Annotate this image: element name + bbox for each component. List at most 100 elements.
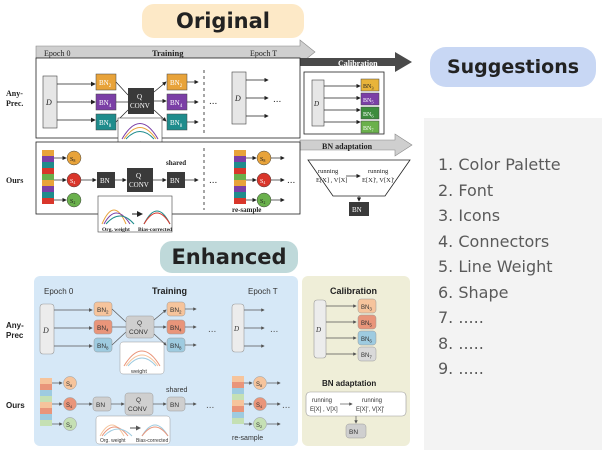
svg-text:BN7: BN7 [363,126,374,133]
svg-text:S8: S8 [66,382,73,388]
ours-row-label: Ours [6,176,23,185]
d-symbol: D [45,98,52,107]
svg-text:CONV: CONV [129,181,149,189]
svg-text:BN3: BN3 [363,84,374,91]
enh-shared-label: shared [166,387,188,394]
bn-adaptation-arrow [299,133,413,157]
org-weight-label: Org. weight [102,227,130,233]
enh-anyprec-label: Any- [6,321,24,330]
suggestion-item: 8. ..... [438,333,484,353]
svg-text:BN: BN [96,402,105,409]
enh-striped-data-T [232,376,244,424]
suggestion-item: 1. Color Palette [438,155,561,174]
svg-text:S2: S2 [260,199,265,205]
bn4-text: BN4 [99,99,112,109]
svg-text:BN2: BN2 [170,307,182,315]
svg-text:...: ... [209,175,217,186]
bn8-text: BN8 [99,119,112,129]
svg-text:BN6: BN6 [363,112,374,119]
svg-text:Q: Q [136,397,141,404]
svg-text:S8: S8 [260,157,265,163]
svg-text:S4: S4 [70,179,75,185]
svg-text:Q: Q [136,172,141,180]
svg-text:S2: S2 [256,423,263,429]
enh-bn-adaptation: BN adaptation [322,379,376,388]
epochT-label: Epoch T [250,49,277,58]
svg-text:BN: BN [170,402,179,409]
ex2-label: E[X]', V[X]' [362,177,394,184]
suggestions-list: 1. Color Palette 2. Font 3. Icons 4. Con… [438,152,561,382]
svg-text:...: ... [206,400,214,411]
enh-calibration: Calibration [330,286,377,296]
anyprec-row-label2: Prec. [6,99,23,108]
svg-text:...: ... [287,175,295,186]
enh-training: Training [152,286,187,296]
running-label-1: running [318,168,339,175]
suggestion-item: 4. Connectors [438,231,550,251]
svg-text:BN6: BN6 [361,337,372,344]
enh-anyprec-label2: Prec [6,331,24,340]
svg-text:...: ... [270,324,278,335]
ex-label: E[X] , V[X] [316,177,347,184]
svg-text:S2: S2 [70,199,75,205]
enhanced-label: Enhanced [160,241,298,273]
bn-adaptation-label: BN adaptation [322,142,373,151]
enh-bias-corrected: Bias-corrected [136,438,168,444]
enh-epochT: Epoch T [248,287,278,296]
svg-text:BN4: BN4 [170,325,182,333]
svg-text:E[X] , V[X]: E[X] , V[X] [310,407,338,413]
svg-text:S4: S4 [260,179,265,185]
suggestions-label: Suggestions [430,47,596,87]
suggestion-item: 5. Line Weight [438,257,553,276]
bias-corrected-label: Bias-corrected [138,227,172,233]
svg-text:running: running [312,398,332,404]
suggestion-item: 3. Icons [438,206,501,225]
svg-text:S8: S8 [70,157,75,163]
svg-text:D: D [42,326,49,335]
svg-text:S8: S8 [256,382,263,388]
svg-text:BN4: BN4 [170,99,183,109]
suggestion-item: 6. Shape [438,282,509,302]
suggestion-item: 7. ..... [438,308,484,327]
svg-text:D: D [234,94,241,103]
q-label: Q [137,93,142,101]
epoch0-label: Epoch 0 [44,49,70,58]
svg-text:D: D [315,326,321,334]
svg-text:S4: S4 [66,403,73,409]
svg-text:BN8: BN8 [170,343,182,351]
ellipsis: ... [209,96,217,107]
striped-data-epochT [234,150,246,204]
resample-label: re-sample [232,206,261,214]
suggestion-item: 9. ..... [438,359,484,378]
running-label-2: running [368,168,389,175]
svg-text:BN5: BN5 [361,321,372,328]
svg-text:...: ... [208,324,216,335]
svg-text:BN4: BN4 [97,325,109,333]
qconv-box [128,88,154,114]
svg-text:S2: S2 [66,423,73,429]
svg-text:BN7: BN7 [361,353,372,360]
anyprec-row-label: Any- [6,89,23,98]
shared-label: shared [166,159,186,167]
conv-label: CONV [130,102,150,110]
enh-striped-data [40,378,52,426]
enh-org-weight: Org. weight [100,438,126,444]
calibration-label: Calibration [338,59,378,68]
svg-text:E[X]', V[X]': E[X]', V[X]' [356,407,384,413]
svg-text:BN: BN [100,177,110,185]
original-label: Original [142,4,304,38]
suggestion-item: 2. Font [438,180,494,200]
enh-epoch0: Epoch 0 [44,287,74,296]
bn2-text: BN2 [99,79,112,89]
enh-ours-label: Ours [6,401,25,410]
svg-text:BN: BN [349,429,358,436]
enh-resample-label: re-sample [232,435,263,442]
svg-text:BN8: BN8 [97,343,109,351]
suggestions-panel: 1. Color Palette 2. Font 3. Icons 4. Con… [424,118,602,450]
svg-text:CONV: CONV [129,329,148,336]
svg-text:BN: BN [170,177,180,185]
svg-text:S4: S4 [256,403,263,409]
svg-text:BN: BN [352,206,362,214]
svg-text:CONV: CONV [128,406,147,413]
svg-text:running: running [362,398,382,404]
